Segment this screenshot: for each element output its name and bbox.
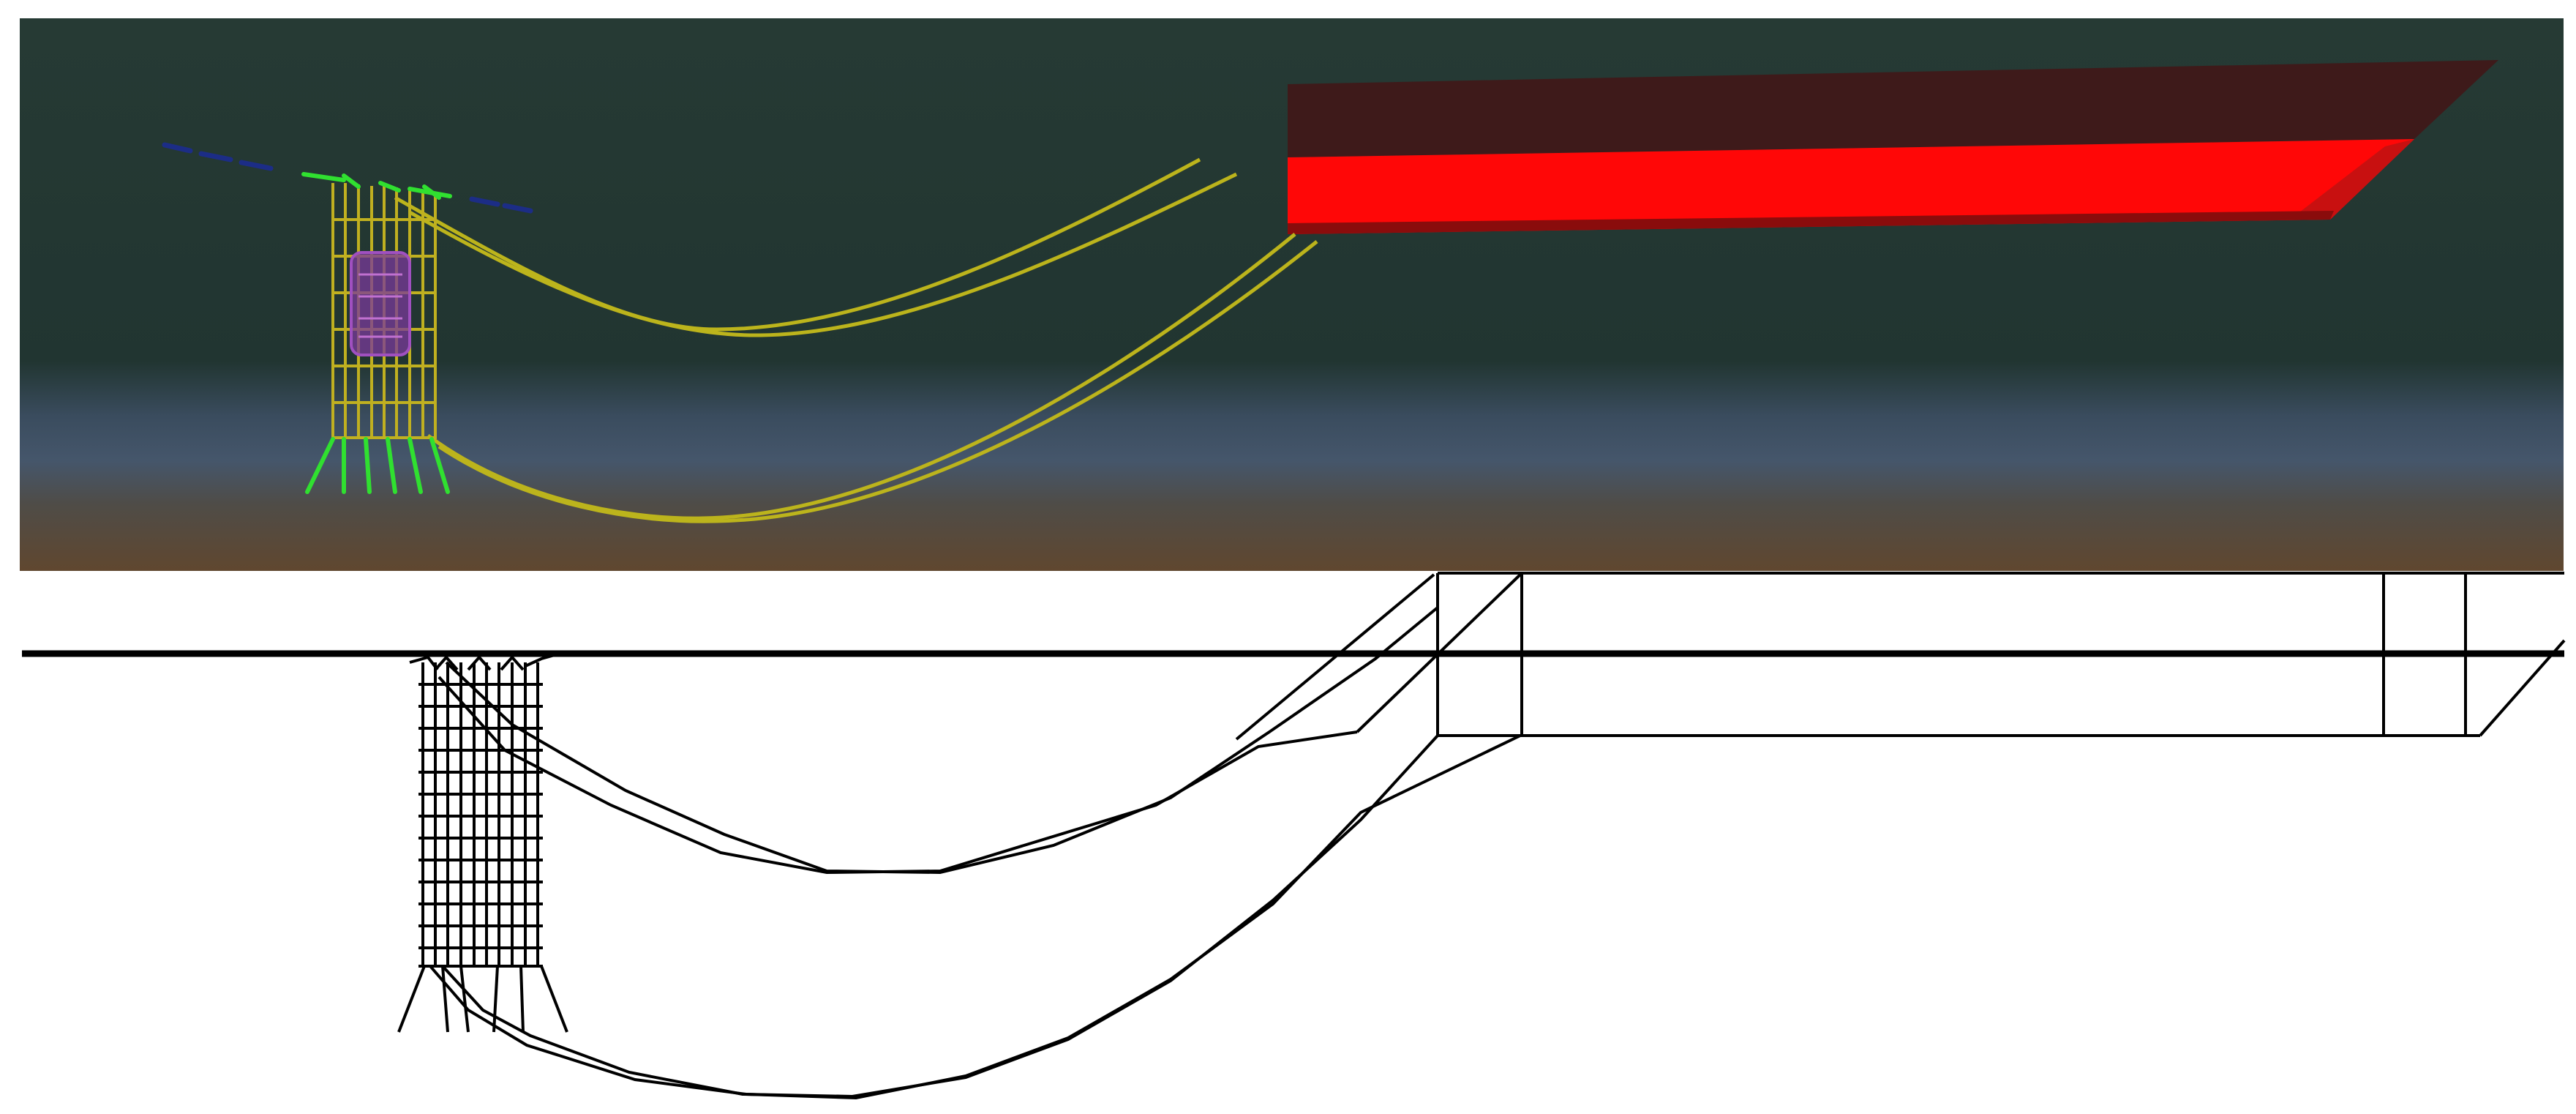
anchor-lines-green (305, 437, 450, 494)
lower-mooring-line-2 (438, 240, 1318, 523)
vessel-hull (1288, 60, 2498, 234)
inner-net-rings (358, 273, 402, 338)
vessel-outline (1235, 572, 2566, 741)
mooring-lines-lower-2d (429, 734, 1521, 1100)
mooring-lines-upper-2d (438, 606, 1439, 875)
cage-grid-2d (409, 652, 560, 968)
float-markers-green (301, 172, 452, 200)
fairlead-line (162, 142, 533, 214)
mooring-lines-3d (394, 157, 1318, 523)
anchor-legs-2d (397, 965, 568, 1033)
upper-mooring-line-2 (408, 172, 1238, 337)
vessel-deck (1288, 60, 2498, 157)
inner-net-purple (350, 251, 411, 356)
vessel-side-shade (2290, 139, 2414, 220)
2d-wireframe-view (22, 572, 2566, 1100)
upper-mooring-line-1 (394, 157, 1201, 332)
3d-rendered-view (20, 18, 2564, 571)
lower-mooring-line-1 (427, 233, 1296, 520)
vessel-bottom-edge (1288, 211, 2334, 234)
vessel-side (1288, 139, 2414, 234)
